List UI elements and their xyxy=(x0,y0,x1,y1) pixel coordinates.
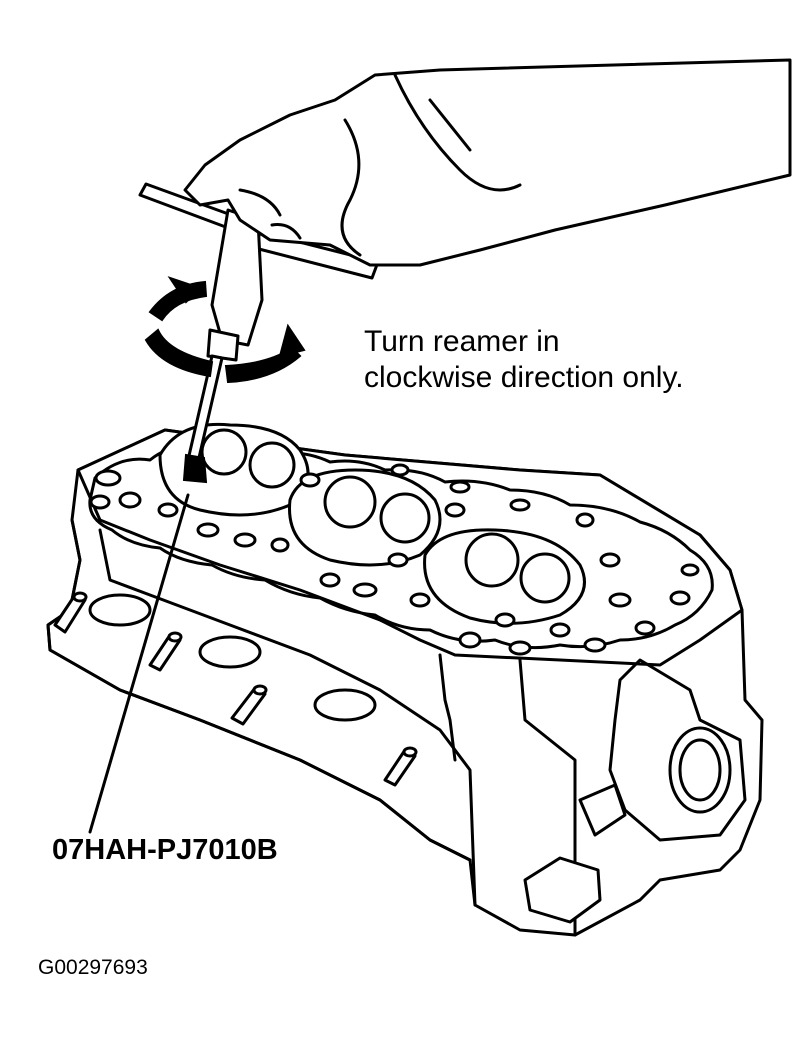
combustion-chambers xyxy=(158,422,586,625)
reamer-tool xyxy=(138,182,380,484)
tool-leader-line xyxy=(88,493,190,834)
instruction-line-1: Turn reamer in xyxy=(364,325,560,358)
instruction-note: Turn reamer in clockwise direction only. xyxy=(364,324,684,396)
clockwise-rotation-arrow xyxy=(144,276,306,384)
instruction-line-2: clockwise direction only. xyxy=(364,361,684,394)
deck-holes xyxy=(89,463,700,656)
tool-part-number: 07HAH-PJ7010B xyxy=(52,834,278,866)
intake-ports-and-studs xyxy=(53,591,418,787)
hand-holding-reamer xyxy=(183,58,792,267)
figure-id: G00297693 xyxy=(38,956,148,979)
